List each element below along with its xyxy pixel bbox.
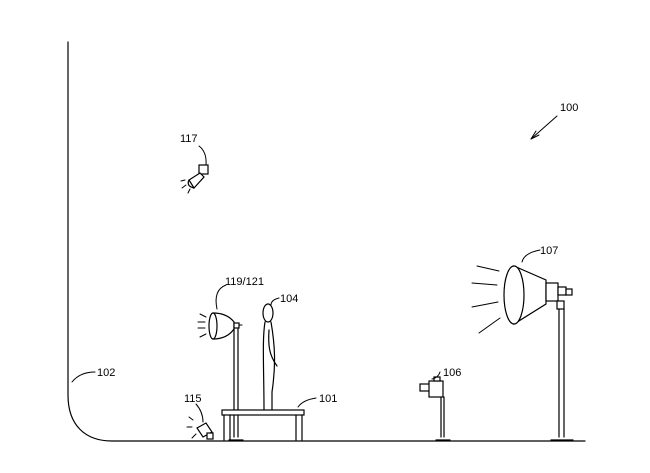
key-light	[471, 249, 574, 441]
label-102: 102	[97, 367, 115, 379]
label-115: 115	[184, 393, 202, 405]
camera	[419, 371, 451, 441]
platform	[221, 397, 317, 441]
overhead-light	[180, 145, 209, 194]
label-100: 100	[560, 102, 578, 114]
label-107: 107	[540, 245, 558, 257]
leader-102	[71, 371, 96, 383]
system-arrow	[530, 115, 558, 140]
floor-light	[186, 403, 214, 440]
label-106: 106	[443, 367, 461, 379]
label-101: 101	[319, 393, 337, 405]
subject-person	[262, 297, 280, 411]
side-light-119-121	[197, 284, 244, 441]
label-117: 117	[180, 133, 198, 145]
backdrop	[67, 41, 586, 442]
label-119-121: 119/121	[225, 276, 264, 288]
label-104: 104	[280, 293, 298, 305]
